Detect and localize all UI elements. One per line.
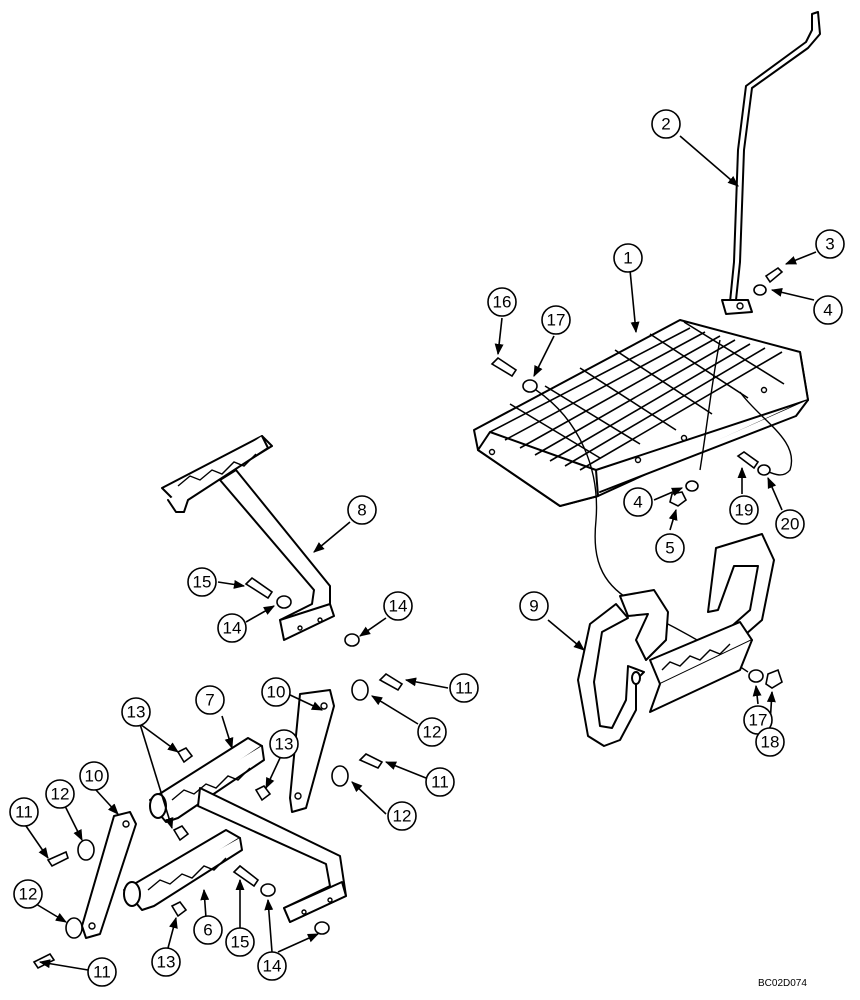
callout-12-a: 12 (417, 717, 447, 747)
svg-text:2: 2 (661, 115, 670, 134)
callout-2: 2 (651, 109, 681, 139)
callout-19: 19 (729, 495, 759, 525)
grate-bars (489, 321, 785, 471)
svg-text:13: 13 (275, 735, 294, 754)
svg-text:4: 4 (633, 493, 642, 512)
callout-11-c: 11 (9, 797, 39, 827)
svg-text:15: 15 (193, 573, 212, 592)
svg-text:11: 11 (431, 773, 449, 792)
svg-text:19: 19 (735, 501, 754, 520)
callout-4-upper: 4 (813, 295, 843, 325)
svg-text:14: 14 (389, 597, 408, 616)
callout-13-b: 13 (269, 729, 299, 759)
svg-text:8: 8 (357, 501, 366, 520)
callout-16: 16 (487, 287, 517, 317)
svg-text:17: 17 (749, 711, 768, 730)
svg-text:6: 6 (203, 921, 212, 940)
callout-5: 5 (655, 533, 685, 563)
svg-text:1: 1 (623, 249, 632, 268)
drawing-reference-code: BC02D074 (758, 978, 807, 989)
svg-text:9: 9 (529, 597, 538, 616)
svg-text:14: 14 (223, 619, 242, 638)
callout-17-upper: 17 (541, 305, 571, 335)
callout-10-right: 10 (261, 677, 291, 707)
callout-14-c: 14 (257, 951, 287, 981)
callout-9: 9 (519, 591, 549, 621)
svg-text:11: 11 (15, 803, 33, 822)
callout-14-a: 14 (217, 613, 247, 643)
svg-text:11: 11 (93, 963, 111, 982)
svg-text:5: 5 (665, 539, 674, 558)
callout-7: 7 (195, 685, 225, 715)
leader-lines (25, 135, 817, 971)
callout-8: 8 (347, 495, 377, 525)
callout-20: 20 (775, 509, 805, 539)
svg-text:10: 10 (85, 767, 104, 786)
svg-text:14: 14 (263, 957, 282, 976)
callout-balloons: 1 2 3 4 4 5 6 7 8 9 10 10 11 11 11 11 12… (9, 109, 845, 987)
svg-text:11: 11 (455, 679, 473, 698)
svg-text:4: 4 (823, 301, 832, 320)
grated-step-platform (473, 319, 809, 507)
svg-text:16: 16 (493, 293, 512, 312)
callout-10-left: 10 (79, 761, 109, 791)
svg-text:17: 17 (547, 311, 566, 330)
svg-text:13: 13 (157, 953, 176, 972)
handrail-rod (721, 11, 821, 315)
callout-14-b: 14 (383, 591, 413, 621)
lower-step-assembly (81, 689, 347, 939)
svg-text:12: 12 (423, 723, 442, 742)
callout-4-lower: 4 (623, 487, 653, 517)
svg-text:13: 13 (127, 703, 146, 722)
callout-3: 3 (815, 229, 845, 259)
svg-text:12: 12 (393, 807, 412, 826)
svg-text:12: 12 (51, 785, 70, 804)
svg-text:12: 12 (19, 885, 38, 904)
callout-6: 6 (193, 915, 223, 945)
callout-11-a: 11 (449, 673, 479, 703)
callout-18: 18 (755, 727, 785, 757)
callout-11-d: 11 (87, 957, 117, 987)
callout-13-c: 13 (151, 947, 181, 977)
svg-text:15: 15 (231, 933, 250, 952)
callout-15-b: 15 (225, 927, 255, 957)
callout-11-b: 11 (425, 767, 455, 797)
callout-12-c: 12 (45, 779, 75, 809)
upper-step-bar (161, 435, 335, 641)
svg-text:7: 7 (205, 691, 214, 710)
svg-text:10: 10 (267, 683, 286, 702)
callout-13-a: 13 (121, 697, 151, 727)
callout-1: 1 (613, 243, 643, 273)
svg-text:18: 18 (761, 733, 780, 752)
hinged-step (577, 533, 775, 747)
callout-12-b: 12 (387, 801, 417, 831)
callout-15-a: 15 (187, 567, 217, 597)
svg-text:20: 20 (781, 515, 800, 534)
callout-12-d: 12 (13, 879, 43, 909)
svg-text:3: 3 (825, 235, 834, 254)
